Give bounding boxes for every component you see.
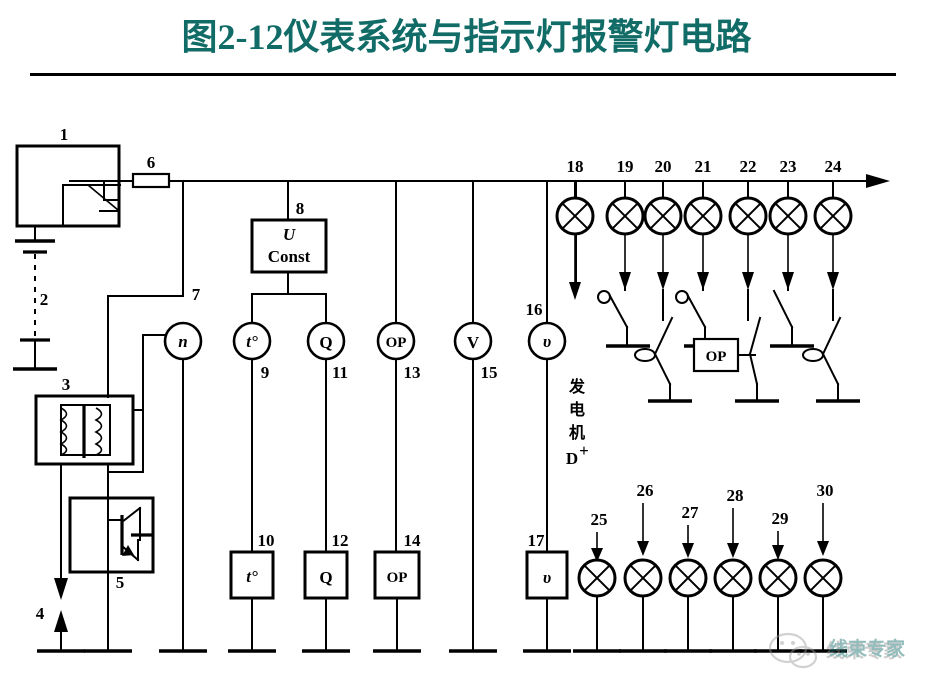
generator-label-char-2: 电: [569, 400, 585, 419]
tachometer-symbol: n: [178, 332, 187, 351]
ref-label-23: 23: [780, 157, 797, 176]
lamp-25: 25: [573, 510, 621, 653]
ref-label-5: 5: [116, 573, 125, 592]
generator-terminal-label: 发 电 机 D +: [566, 180, 589, 468]
charge-unit: υ 17: [523, 531, 571, 653]
watermark-text: 线束专家: [829, 637, 906, 660]
ref-label-25: 25: [591, 510, 608, 529]
ref-label-17: 17: [528, 531, 546, 550]
ref-label-4: 4: [36, 604, 45, 623]
lamp-23: 23: [768, 157, 808, 290]
lamp-27: 27: [664, 503, 712, 653]
fuel-gauge-symbol: Q: [319, 333, 332, 352]
ref-label-8: 8: [296, 199, 305, 218]
fuel-gauge: Q 11: [306, 321, 348, 553]
fuel-sensor: Q 12: [302, 531, 350, 653]
generator-terminal-plus: +: [579, 441, 589, 460]
tachometer: n 7: [142, 285, 207, 653]
coil-wiring: [54, 180, 184, 600]
temp-gauge-symbol: t°: [246, 332, 258, 351]
switch-lower-op[interactable]: OP: [692, 289, 779, 403]
ref-label-30: 30: [817, 481, 834, 500]
lamp-30: 30: [799, 481, 847, 653]
lamp-28: 28: [709, 486, 757, 653]
oil-pressure-switch-symbol: OP: [706, 349, 727, 365]
ref-label-9: 9: [261, 363, 270, 382]
generator-label-char-1: 发: [568, 377, 586, 396]
ref-label-11: 11: [332, 363, 348, 382]
battery: 2: [13, 225, 57, 371]
ref-label-12: 12: [332, 531, 349, 550]
ref-label-3: 3: [62, 375, 71, 394]
oil-pressure-gauge: OP 13: [376, 180, 421, 553]
ref-label-14: 14: [404, 531, 422, 550]
lamp-19: 19: [605, 157, 645, 290]
generator-label-char-3: 机: [569, 423, 585, 442]
main-bus: [168, 174, 890, 188]
temp-sensor-symbol: t°: [246, 567, 258, 586]
lamp-20: 20: [643, 157, 683, 290]
ref-label-6: 6: [147, 153, 156, 172]
ref-label-21: 21: [695, 157, 712, 176]
fuel-sensor-symbol: Q: [319, 568, 332, 587]
ref-label-29: 29: [772, 509, 789, 528]
ref-label-15: 15: [481, 363, 498, 382]
voltmeter: V 15: [449, 180, 498, 653]
lamp-26: 26: [619, 481, 667, 653]
charge-unit-symbol: υ: [543, 568, 551, 587]
fuse[interactable]: 6: [131, 153, 171, 189]
regulator-symbol-u: U: [283, 225, 296, 244]
watermark: 线束专家 线束专家: [768, 632, 906, 669]
figure-title: 图2-12仪表系统与指示灯报警灯电路: [181, 17, 752, 57]
ref-label-24: 24: [825, 157, 843, 176]
ref-label-28: 28: [727, 486, 744, 505]
ref-label-20: 20: [655, 157, 672, 176]
ref-label-7: 7: [192, 285, 201, 304]
ref-label-10: 10: [258, 531, 275, 550]
lamp-24: 24: [813, 157, 853, 290]
ref-label-27: 27: [682, 503, 700, 522]
lamp-21: 21: [683, 157, 723, 290]
ref-label-1: 1: [60, 125, 69, 144]
lamp-22: 22: [728, 157, 768, 290]
ref-label-16: 16: [526, 300, 543, 319]
watermark-text-shadow: 线束专家: [826, 639, 903, 662]
title-divider: [30, 73, 896, 76]
oil-pressure-gauge-symbol: OP: [386, 335, 407, 351]
charge-gauge: υ 16: [526, 180, 567, 553]
lamp-29: 29: [754, 509, 802, 653]
switch-upper-1[interactable]: [597, 280, 650, 348]
charge-gauge-symbol: υ: [543, 332, 551, 351]
voltage-regulator: U Const 8: [250, 180, 328, 324]
temp-sensor: t° 10: [228, 531, 276, 653]
ref-label-13: 13: [404, 363, 421, 382]
ref-label-18: 18: [567, 157, 584, 176]
ref-label-26: 26: [637, 481, 654, 500]
switch-lower-2[interactable]: [802, 289, 860, 403]
generator-terminal-d: D: [566, 449, 578, 468]
transistor-ignitor: 5: [68, 496, 155, 653]
ref-label-22: 22: [740, 157, 757, 176]
temp-gauge: t° 9: [232, 321, 272, 553]
ref-label-2: 2: [40, 290, 49, 309]
lamp-18: 18: [555, 157, 595, 300]
switch-lower-1[interactable]: [634, 289, 692, 403]
oil-pressure-sensor: OP 14: [373, 531, 422, 653]
ref-label-19: 19: [617, 157, 634, 176]
oil-pressure-sensor-symbol: OP: [387, 570, 408, 586]
voltmeter-symbol: V: [467, 333, 480, 352]
spark-plug: 4: [36, 604, 85, 653]
switch-upper-2[interactable]: [675, 280, 728, 348]
regulator-symbol-const: Const: [268, 247, 311, 266]
switch-upper-3[interactable]: [770, 280, 814, 348]
ignition-coil: 3: [34, 375, 135, 466]
